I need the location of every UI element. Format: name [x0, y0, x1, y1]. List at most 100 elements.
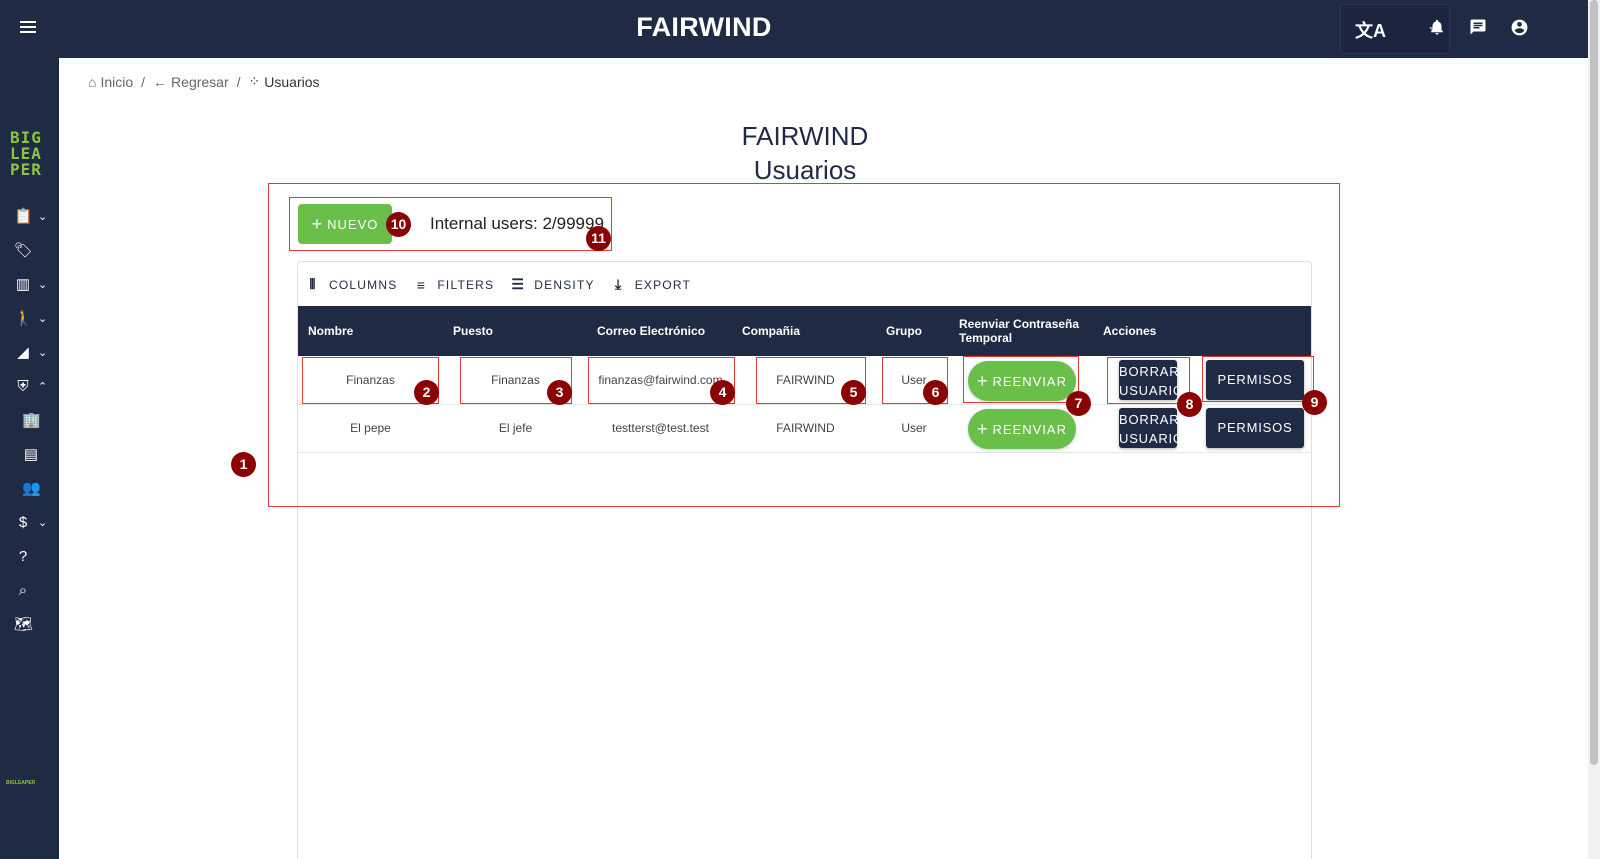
sidebar-item-admin[interactable]: ⛨⌃ — [10, 376, 52, 400]
plus-icon: + — [977, 370, 989, 391]
annotation-box-2 — [302, 357, 439, 404]
company-title: FAIRWIND — [741, 121, 869, 151]
download-icon: ⤓ — [614, 276, 623, 292]
sidebar-item-tags[interactable]: 🏷 — [10, 240, 52, 264]
sidebar-item-clipboard[interactable]: 📋⌄ — [10, 206, 52, 230]
density-icon: ☰ — [511, 276, 526, 292]
home-icon: ⌂ — [88, 73, 97, 90]
arrow-back-icon: ← — [153, 73, 168, 90]
annotation-badge-4: 4 — [710, 380, 735, 405]
annotation-badge-1: 1 — [231, 452, 256, 477]
breadcrumb-home[interactable]: ⌂Inicio — [88, 74, 133, 90]
resend-password-button[interactable]: +REENVIAR — [968, 361, 1076, 401]
breadcrumb: ⌂Inicio / ←Regresar / ⁘Usuarios — [88, 73, 320, 90]
building-icon: 🏢 — [22, 412, 41, 429]
top-app-bar: FAIRWIND 文A — [0, 0, 1588, 58]
sidebar-item-pdf[interactable]: ▤ — [18, 444, 60, 468]
chevron-down-icon: ⌄ — [38, 211, 48, 223]
map-icon: 🗺 — [14, 616, 34, 633]
tag-icon: 🏷 — [14, 242, 34, 259]
breadcrumb-back-label: Regresar — [171, 73, 229, 90]
sidebar-item-search[interactable]: ⌕ — [10, 580, 52, 604]
account-circle-icon[interactable] — [1508, 18, 1530, 40]
sidebar-item-companies[interactable]: 🏢 — [18, 410, 60, 434]
new-user-button[interactable]: +NUEVO — [298, 204, 392, 244]
permissions-button[interactable]: PERMISOS — [1206, 408, 1304, 448]
annotation-badge-10: 10 — [386, 212, 411, 237]
breadcrumb-home-label: Inicio — [100, 73, 134, 90]
delete-label-line2: USUARIO — [1119, 382, 1184, 398]
column-header-correo[interactable]: Correo Electrónico — [597, 324, 706, 338]
sidebar-item-activity[interactable]: 🚶⌄ — [10, 308, 52, 332]
columns-button[interactable]: ⦀COLUMNS — [305, 276, 397, 293]
columns-label: COLUMNS — [329, 277, 398, 292]
cell-compania: FAIRWIND — [776, 373, 835, 387]
row-divider — [298, 404, 1311, 405]
density-label: DENSITY — [534, 277, 595, 292]
filters-label: FILTERS — [437, 277, 495, 292]
chevron-down-icon: ⌄ — [38, 517, 48, 529]
sidebar-item-settings[interactable]: ◢⌄ — [10, 342, 52, 366]
logo-line: LEA — [10, 144, 42, 163]
scrollbar-thumb[interactable] — [1590, 0, 1598, 765]
logo-line: PER — [10, 160, 42, 179]
sidebar-item-users[interactable]: 👥 — [18, 478, 60, 502]
permissions-label: PERMISOS — [1217, 420, 1293, 435]
permissions-button[interactable]: PERMISOS — [1206, 360, 1304, 400]
breadcrumb-separator: / — [141, 73, 146, 90]
page-scrollbar[interactable] — [1588, 0, 1600, 859]
resend-label: REENVIAR — [992, 373, 1067, 389]
grid-toolbar: ⦀COLUMNS ≡FILTERS ☰ DENSITY ⤓ EXPORT — [305, 276, 691, 293]
chevron-up-icon: ⌃ — [38, 381, 48, 393]
annotation-box-10-11 — [289, 197, 612, 251]
column-header-puesto[interactable]: Puesto — [453, 324, 494, 338]
sidebar: BIG LEA PER 📋⌄ 🏷 ▥⌄ 🚶⌄ ◢⌄ ⛨⌃ 🏢 ▤ 👥 $⌄ ? … — [0, 58, 59, 859]
filters-button[interactable]: ≡FILTERS — [413, 276, 494, 293]
sidebar-item-map[interactable]: 🗺 — [10, 614, 52, 638]
cell-puesto: Finanzas — [491, 373, 540, 387]
sidebar-item-help[interactable]: ? — [10, 546, 52, 570]
sidebar-item-billing[interactable]: $⌄ — [10, 512, 52, 536]
column-header-compania[interactable]: Compañia — [742, 324, 801, 338]
breadcrumb-back[interactable]: ←Regresar — [153, 74, 229, 90]
permissions-label: PERMISOS — [1217, 372, 1293, 387]
column-header-reenviar[interactable]: Reenviar Contraseña Temporal — [959, 317, 1080, 345]
clipboard-icon: 📋 — [14, 208, 33, 225]
sidebar-item-reports[interactable]: ▥⌄ — [10, 274, 52, 298]
chat-icon[interactable] — [1467, 18, 1489, 40]
cell-correo: testterst@test.test — [612, 421, 709, 435]
annotation-badge-11: 11 — [586, 226, 611, 251]
annotation-badge-3: 3 — [547, 380, 572, 405]
plus-icon: + — [977, 418, 989, 439]
cell-compania: FAIRWIND — [776, 421, 835, 435]
breadcrumb-current-label: Usuarios — [264, 73, 320, 90]
delete-label-line1: BORRAR — [1119, 363, 1180, 379]
column-header-acciones[interactable]: Acciones — [1103, 324, 1157, 338]
annotation-box-6 — [882, 357, 948, 404]
new-user-label: NUEVO — [327, 216, 379, 232]
cell-grupo: User — [901, 421, 927, 435]
annotation-badge-5: 5 — [841, 380, 866, 405]
annotation-box-5 — [756, 357, 866, 404]
language-select[interactable]: 文A — [1340, 4, 1450, 54]
cell-grupo: User — [901, 373, 927, 387]
annotation-badge-6: 6 — [923, 380, 948, 405]
mini-logo: BIGLEAPER — [6, 780, 36, 786]
annotation-box-3 — [460, 357, 572, 404]
resend-password-button[interactable]: +REENVIAR — [968, 409, 1076, 449]
export-button[interactable]: ⤓ EXPORT — [611, 276, 691, 293]
chevron-down-icon: ⌄ — [38, 347, 48, 359]
person-walking-icon: 🚶 — [14, 310, 33, 327]
delete-label-line1: BORRAR — [1119, 411, 1180, 427]
annotation-box-1 — [268, 183, 1340, 507]
export-label: EXPORT — [634, 277, 692, 292]
logo-line: BIG — [10, 128, 42, 147]
column-header-grupo[interactable]: Grupo — [886, 324, 922, 338]
hamburger-menu-icon[interactable] — [14, 18, 42, 42]
bell-icon[interactable] — [1426, 18, 1448, 40]
annotation-box-4 — [588, 357, 735, 404]
column-header-nombre[interactable]: Nombre — [308, 324, 354, 338]
delete-user-button[interactable]: BORRAR USUARIO — [1119, 360, 1183, 400]
density-button[interactable]: ☰ DENSITY — [510, 276, 594, 293]
